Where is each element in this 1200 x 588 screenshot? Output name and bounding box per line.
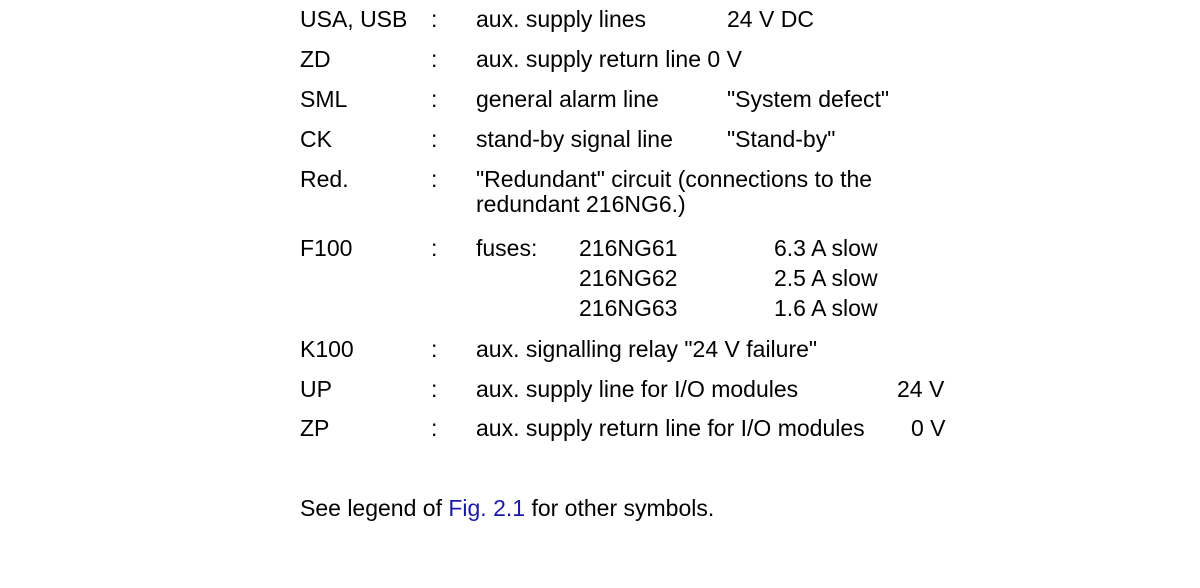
separator-colon: : <box>431 376 438 402</box>
description: aux. signalling relay "24 V failure" <box>476 336 818 362</box>
symbol-label: SML <box>300 86 348 112</box>
value: "Stand-by" <box>727 126 836 152</box>
legend-row-zd: ZD : aux. supply return line 0 V <box>0 46 1200 76</box>
legend-row-up: UP : aux. supply line for I/O modules 24… <box>0 376 1200 406</box>
fuse-model: 216NG62 <box>579 265 678 291</box>
symbol-label: ZD <box>300 46 331 72</box>
value: 0 V <box>911 415 946 441</box>
legend-row-usa-usb: USA, USB : aux. supply lines 24 V DC <box>0 6 1200 36</box>
fuse-rating: 6.3 A slow <box>774 235 878 261</box>
separator-colon: : <box>431 415 438 441</box>
value: "System defect" <box>727 86 890 112</box>
legend-row-zp: ZP : aux. supply return line for I/O mod… <box>0 415 1200 445</box>
fuse-model: 216NG61 <box>579 235 678 261</box>
description: aux. supply line for I/O modules <box>476 376 799 402</box>
fuses-label: fuses: <box>476 235 538 261</box>
description: general alarm line <box>476 86 659 112</box>
fuse-rating: 2.5 A slow <box>774 265 878 291</box>
description-line-2: redundant 216NG6.) <box>476 191 686 217</box>
footer-note: See legend of Fig. 2.1 for other symbols… <box>300 495 714 522</box>
symbol-label: Red. <box>300 166 349 192</box>
fuse-rating: 1.6 A slow <box>774 295 878 321</box>
symbol-label: UP <box>300 376 332 402</box>
value: 24 V DC <box>727 6 814 32</box>
separator-colon: : <box>431 235 438 261</box>
symbol-label: CK <box>300 126 332 152</box>
fuse-model: 216NG63 <box>579 295 678 321</box>
legend-row-k100: K100 : aux. signalling relay "24 V failu… <box>0 336 1200 366</box>
description-line-1: "Redundant" circuit (connections to the <box>476 166 873 192</box>
legend-row-red: Red. : "Redundant" circuit (connections … <box>0 166 1200 222</box>
description: aux. supply return line 0 V <box>476 46 742 72</box>
description: aux. supply return line for I/O modules <box>476 415 865 441</box>
footer-suffix: for other symbols. <box>525 495 715 521</box>
legend-row-sml: SML : general alarm line "System defect" <box>0 86 1200 116</box>
figure-link[interactable]: Fig. 2.1 <box>448 495 526 521</box>
legend-row-ck: CK : stand-by signal line "Stand-by" <box>0 126 1200 156</box>
description: aux. supply lines <box>476 6 647 32</box>
value: 24 V <box>897 376 945 402</box>
symbol-label: ZP <box>300 415 330 441</box>
description: stand-by signal line <box>476 126 673 152</box>
separator-colon: : <box>431 46 438 72</box>
separator-colon: : <box>431 336 438 362</box>
separator-colon: : <box>431 6 438 32</box>
separator-colon: : <box>431 86 438 112</box>
separator-colon: : <box>431 126 438 152</box>
symbol-label: F100 <box>300 235 353 261</box>
footer-prefix: See legend of <box>300 495 449 521</box>
separator-colon: : <box>431 166 438 192</box>
legend-row-f100: F100 : fuses: 216NG61 6.3 A slow 216NG62… <box>0 235 1200 325</box>
symbol-label: K100 <box>300 336 354 362</box>
symbol-label: USA, USB <box>300 6 408 32</box>
